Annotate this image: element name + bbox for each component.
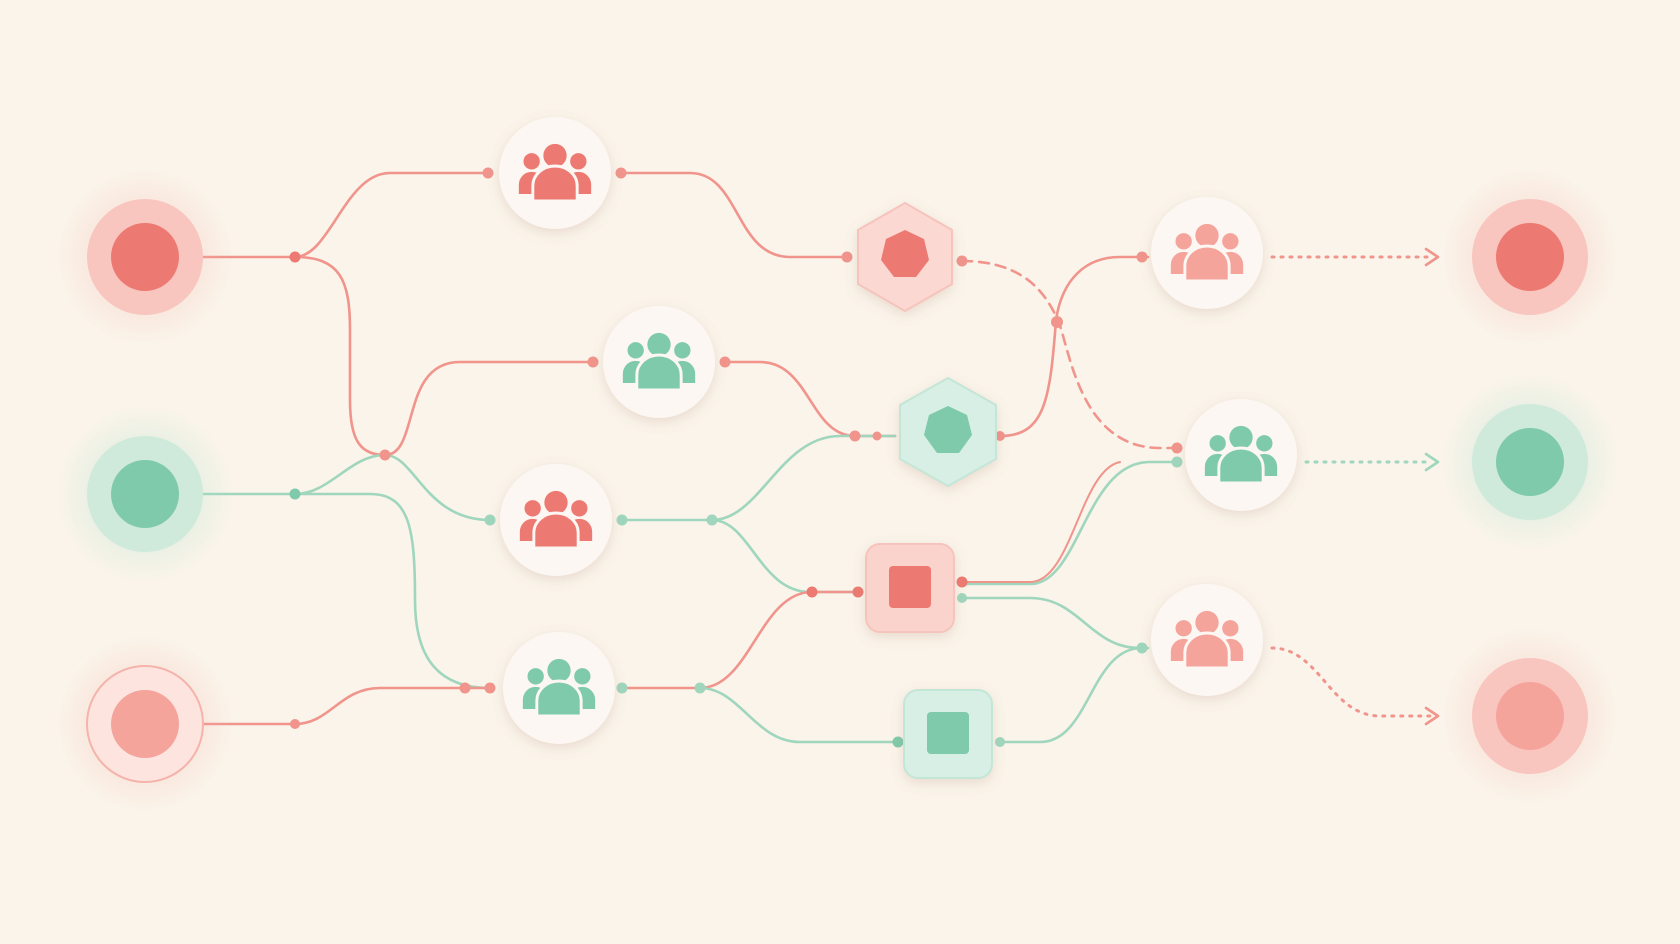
target-node-3[interactable] — [1442, 628, 1618, 804]
target-node-1[interactable] — [1442, 169, 1618, 345]
source-node-3[interactable] — [57, 636, 233, 812]
edge-square1-group6-coral — [961, 461, 1121, 583]
junction-dot — [995, 737, 1005, 747]
edge-group1-hex1 — [619, 171, 849, 259]
square-hub-2[interactable] — [903, 689, 993, 779]
junction-dot — [719, 356, 731, 368]
junction-dot — [1171, 442, 1183, 454]
junction-dot — [1136, 642, 1148, 654]
square-hub-1[interactable] — [865, 543, 955, 633]
edge-src3-group4 — [200, 686, 492, 726]
group-node-2[interactable] — [603, 306, 715, 418]
square-shape — [889, 566, 931, 608]
group-node-3[interactable] — [500, 464, 612, 576]
hexagon-hub-1[interactable] — [857, 201, 953, 313]
arrowhead-target2 — [1424, 452, 1440, 472]
edge-group3-hex2 — [620, 434, 897, 522]
edge-group4-square2 — [698, 686, 900, 744]
junction-dot — [694, 682, 706, 694]
junction-dot — [957, 593, 967, 603]
junction-dot — [1051, 316, 1063, 328]
edge-src1-group3 — [293, 255, 595, 457]
junction-dot — [1171, 456, 1183, 468]
junction-dot — [290, 719, 300, 729]
target-node-2[interactable] — [1442, 374, 1618, 550]
edge-hex2-group5 — [998, 255, 1150, 438]
junction-dot — [706, 514, 718, 526]
group-node-6[interactable] — [1185, 399, 1297, 511]
edge-group7-target3 — [1270, 646, 1434, 718]
junction-dot — [616, 514, 628, 526]
edge-group4-square1 — [620, 590, 860, 690]
junction-dot — [841, 251, 853, 263]
junction-dot — [849, 430, 861, 442]
junction-dot — [995, 431, 1005, 441]
junction-dot — [892, 736, 904, 748]
junction-dot — [289, 251, 301, 263]
junction-dot — [872, 431, 882, 441]
edge-src2-group4 — [293, 492, 492, 690]
source-node-1[interactable] — [57, 169, 233, 345]
group-node-5[interactable] — [1151, 197, 1263, 309]
junction-dot — [615, 167, 627, 179]
edge-square2-group7 — [998, 646, 1144, 744]
heptagon-shape — [924, 406, 972, 453]
arrowhead-target1 — [1424, 247, 1440, 267]
group-node-7[interactable] — [1151, 584, 1263, 696]
junction-dot — [1136, 251, 1148, 263]
group-node-4[interactable] — [503, 632, 615, 744]
junction-dot — [459, 682, 471, 694]
junction-dot — [482, 167, 494, 179]
square-shape — [927, 712, 969, 754]
hexagon-hub-2[interactable] — [899, 376, 997, 488]
junction-dot — [852, 586, 864, 598]
junction-dot — [289, 488, 301, 500]
group-node-1[interactable] — [499, 117, 611, 229]
junction-dot — [956, 255, 968, 267]
edge-square1-group7 — [960, 596, 1150, 650]
edge-square1-group6 — [958, 460, 1179, 586]
heptagon-shape — [881, 230, 929, 277]
junction-dot — [587, 356, 599, 368]
source-node-2[interactable] — [57, 406, 233, 582]
edge-src1-group1 — [200, 171, 490, 259]
junction-dot — [484, 514, 496, 526]
junction-dot — [379, 449, 391, 461]
edge-src2-group3 — [200, 453, 492, 522]
junction-dot — [806, 586, 818, 598]
arrowhead-target3 — [1424, 706, 1440, 726]
edge-group3-square1 — [710, 518, 860, 594]
junction-dot — [484, 682, 496, 694]
junction-dot — [956, 576, 968, 588]
edge-group2-hex2 — [723, 360, 897, 438]
junction-dot — [616, 682, 628, 694]
